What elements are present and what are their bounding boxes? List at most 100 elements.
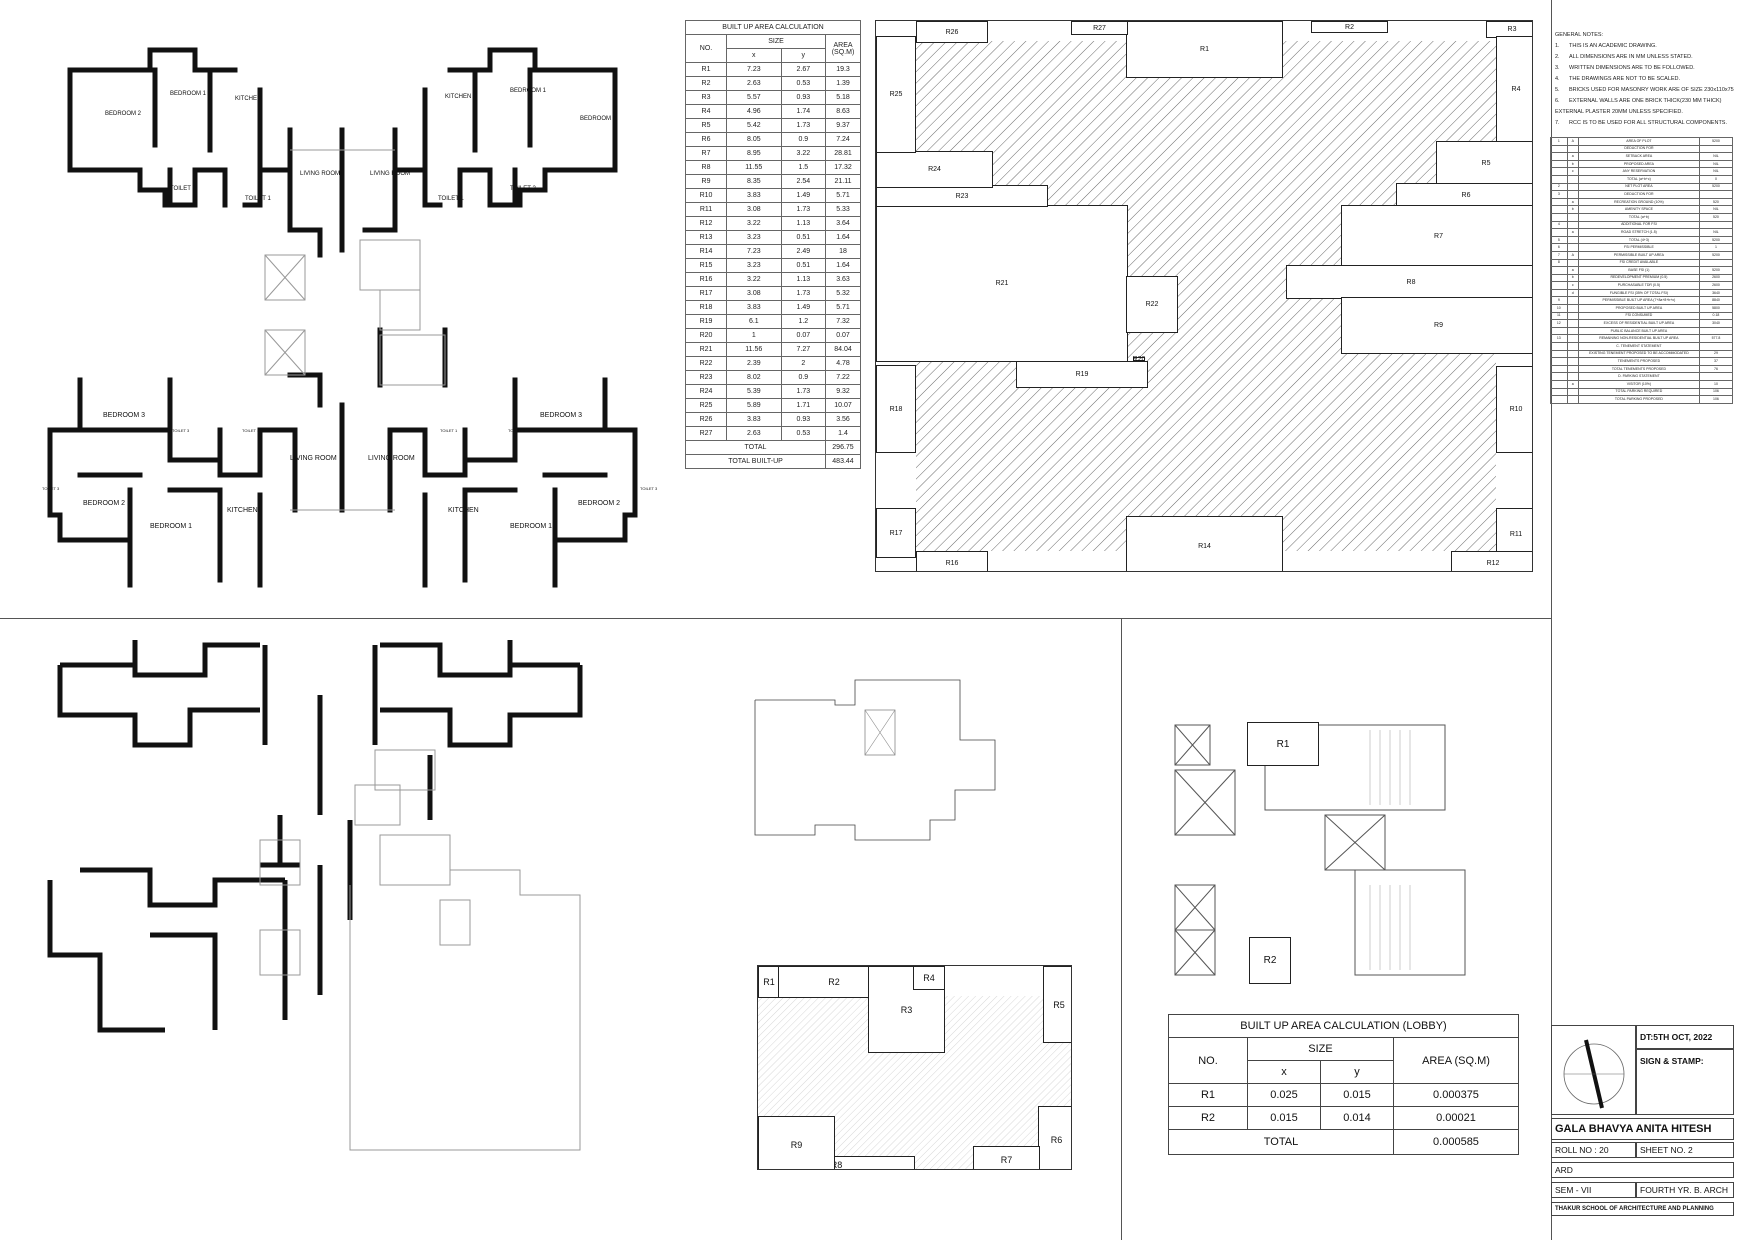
table-cell: 3.22 xyxy=(726,216,782,231)
table-cell xyxy=(1550,197,1568,207)
table-cell: 1.39 xyxy=(825,76,861,91)
table-cell: R26 xyxy=(685,412,727,427)
table-cell: RECREATION GROUND (10%) xyxy=(1577,197,1700,207)
table-cell xyxy=(1566,357,1579,366)
table-cell: 0.9 xyxy=(780,132,827,147)
table-cell: 2.54 xyxy=(780,174,827,189)
region-box: R9 xyxy=(758,1116,835,1169)
lobby-col-no: NO. xyxy=(1168,1037,1248,1084)
lobby-region-r2: R2 xyxy=(1249,937,1291,984)
table-cell: 1.71 xyxy=(780,398,827,413)
table-cell: R10 xyxy=(685,188,727,203)
table-cell xyxy=(1566,243,1579,252)
table-cell: TOTAL (a+b+c) xyxy=(1577,174,1700,184)
table-cell xyxy=(1698,372,1734,381)
table-row: EXISTING TENEMENT PROPOSED TO BE ACCOMMO… xyxy=(1550,349,1734,359)
table-cell: 10 xyxy=(1550,304,1568,313)
table-cell: 3.83 xyxy=(726,412,782,427)
table-cell: 0.00021 xyxy=(1393,1106,1519,1130)
table-cell: 2.39 xyxy=(726,356,782,371)
note-item: 6.EXTERNAL WALLS ARE ONE BRICK THICK(230… xyxy=(1555,96,1740,118)
table-cell: 0.51 xyxy=(780,258,827,273)
room-label: LIVING ROOM xyxy=(370,171,410,177)
note-number: 2. xyxy=(1555,54,1560,60)
room-label: LIVING ROOM xyxy=(368,455,415,462)
table-cell: 0.015 xyxy=(1320,1083,1394,1107)
right-panel-divider xyxy=(1551,0,1552,1240)
school: THAKUR SCHOOL OF ARCHITECTURE AND PLANNI… xyxy=(1551,1202,1734,1216)
table-cell: 0.93 xyxy=(780,412,827,427)
room-label: TOILET 3 xyxy=(508,428,526,433)
table-cell xyxy=(1550,288,1568,298)
table-cell: REDEVELOPMENT PREMIUM (0.5) xyxy=(1577,273,1700,283)
table-cell: 3.83 xyxy=(726,300,782,315)
region-box: R15 xyxy=(1113,571,1126,572)
table-cell: TOTAL (4+3) xyxy=(1577,235,1700,245)
room-label: BEDROOM 1 xyxy=(170,91,207,97)
table-cell: 1.64 xyxy=(825,230,861,245)
total-builtup-value: 483.44 xyxy=(825,454,861,469)
room-label: BEDROOM 2 xyxy=(580,116,617,122)
table-cell: 5200 xyxy=(1698,137,1734,146)
room-label: BEDROOM 2 xyxy=(578,500,620,507)
table-cell xyxy=(1550,144,1568,154)
region-box: R20 xyxy=(1132,355,1146,363)
table-cell: 1.13 xyxy=(780,216,827,231)
table-cell xyxy=(1550,167,1568,176)
typical-floor-plan-labeled: BEDROOM 2 BEDROOM 1 KITCHEN LIVING ROOM … xyxy=(42,47,658,588)
table-cell xyxy=(1698,342,1734,351)
region-box: R6 xyxy=(1038,1106,1071,1169)
region-box: R1 xyxy=(1126,21,1283,78)
table-cell: DEDUCTION FOR xyxy=(1577,144,1700,154)
table-cell: 2 xyxy=(780,356,827,371)
table-cell: R15 xyxy=(685,258,727,273)
table-row: C. TENEMENT STATEMENT xyxy=(1550,342,1734,351)
table-cell: 2.67 xyxy=(780,62,827,77)
table-cell: 5.57 xyxy=(726,90,782,105)
table-cell: a xyxy=(1566,152,1579,161)
table-cell: 11.56 xyxy=(726,342,782,357)
table-cell: 106 xyxy=(1698,395,1734,404)
note-text: BRICKS USED FOR MASONRY WORK ARE OF SIZE… xyxy=(1569,87,1734,93)
table-cell: TOTAL TENEMENTS PROPOSED xyxy=(1577,364,1700,374)
table-cell: b xyxy=(1566,205,1579,214)
table-cell xyxy=(1566,144,1579,154)
room-label: TOILET 3 xyxy=(640,486,658,491)
table-cell: 37 xyxy=(1698,357,1734,366)
room-label: KITCHEN xyxy=(227,507,258,514)
table-cell: 7.22 xyxy=(825,370,861,385)
table-cell xyxy=(1698,258,1734,268)
table-cell: 5.71 xyxy=(825,300,861,315)
table-cell: 520 xyxy=(1698,212,1734,222)
table-cell xyxy=(1566,174,1579,184)
table-cell: R21 xyxy=(685,342,727,357)
region-box: R17 xyxy=(876,508,916,558)
table-cell: 1.49 xyxy=(780,300,827,315)
table-cell: d xyxy=(1566,288,1579,298)
table-cell: R18 xyxy=(685,300,727,315)
table-cell: 0.07 xyxy=(825,328,861,343)
table-cell: 1.73 xyxy=(780,118,827,133)
col-y: y xyxy=(780,48,827,63)
table-cell: 2.49 xyxy=(780,244,827,259)
table-cell xyxy=(1566,190,1579,199)
note-number: 6. xyxy=(1555,98,1560,104)
table-cell: 8.35 xyxy=(726,174,782,189)
region-box: R21 xyxy=(876,205,1128,362)
